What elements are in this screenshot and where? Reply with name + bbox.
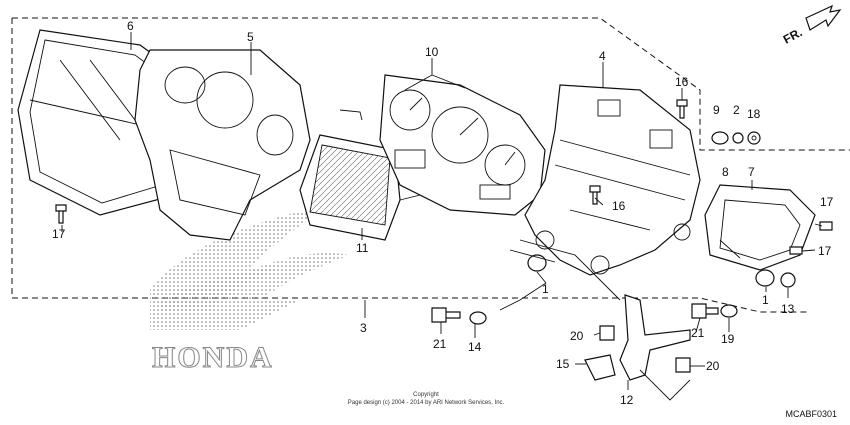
part-17-screw-right-b [789, 246, 803, 255]
callout-17-right-a: 17 [820, 195, 834, 209]
leader-lines [61, 32, 823, 401]
callout-12: 12 [620, 393, 634, 407]
callout-19: 19 [721, 332, 735, 346]
callout-2: 2 [733, 103, 740, 117]
callout-18: 18 [747, 107, 761, 121]
callout-8: 8 [722, 165, 729, 179]
callout-17-right-b: 17 [818, 244, 832, 258]
part-1-grommet-right [755, 269, 775, 287]
callout-7: 7 [748, 165, 755, 179]
callout-17-left: 17 [52, 227, 66, 241]
front-direction-arrow-icon: FR. [781, 4, 842, 47]
copyright-notice: Page design (c) 2004 - 2014 by ARI Netwo… [348, 400, 505, 406]
callout-13: 13 [781, 302, 795, 316]
callout-20-lower: 20 [706, 359, 720, 373]
part-17-screw-left [55, 204, 67, 224]
callout-16-top: 16 [675, 75, 689, 89]
part-2-collar [732, 132, 744, 144]
callout-4: 4 [599, 49, 606, 63]
part-20-bolt-lower [675, 357, 691, 373]
part-21-bolt-left [431, 307, 461, 323]
part-12-stay-bracket [619, 294, 691, 381]
part-20-bolt-upper [599, 325, 615, 341]
honda-wing-watermark: HONDA [150, 205, 350, 375]
part-17-screw-right-a [819, 221, 833, 231]
callout-11: 11 [356, 241, 369, 255]
figure-code: MCABF0301 [785, 409, 837, 419]
callout-9: 9 [713, 103, 720, 117]
callout-20-upper: 20 [570, 329, 584, 343]
callout-21-right: 21 [691, 326, 705, 340]
part-18-nut [747, 131, 761, 145]
part-9-grommet [711, 131, 729, 145]
callout-3: 3 [360, 321, 367, 335]
assembly-boundary [11, 17, 850, 313]
callout-10: 10 [425, 45, 439, 59]
direction-label: FR. [781, 25, 805, 46]
callout-1-right: 1 [762, 293, 769, 307]
part-5-meter-panel [134, 49, 311, 241]
part-10-gauge-face [379, 74, 546, 216]
part-16-screw-mid [589, 185, 601, 205]
callout-numbers: 6 5 10 4 16 9 2 18 8 7 17 16 11 17 17 1 … [52, 19, 834, 407]
callout-14: 14 [468, 340, 482, 354]
callout-1-left: 1 [542, 282, 549, 296]
part-4-meter-case [524, 84, 701, 276]
part-7-rear-cover [704, 184, 816, 271]
part-1-grommet-left [527, 254, 547, 272]
part-13-nut [780, 272, 796, 288]
part-21-bolt-right [691, 303, 719, 319]
honda-logo-text: HONDA [152, 341, 274, 374]
part-16-screw-top [676, 99, 688, 119]
callout-6: 6 [127, 19, 134, 33]
part-19-collar [720, 304, 738, 318]
callout-5: 5 [247, 30, 254, 44]
callout-16-mid: 16 [612, 199, 626, 213]
callout-15: 15 [556, 357, 570, 371]
part-14-collar [469, 311, 487, 325]
callout-21-left: 21 [433, 337, 447, 351]
copyright-label: Copyright [413, 392, 439, 398]
part-15-clamp [584, 354, 616, 381]
